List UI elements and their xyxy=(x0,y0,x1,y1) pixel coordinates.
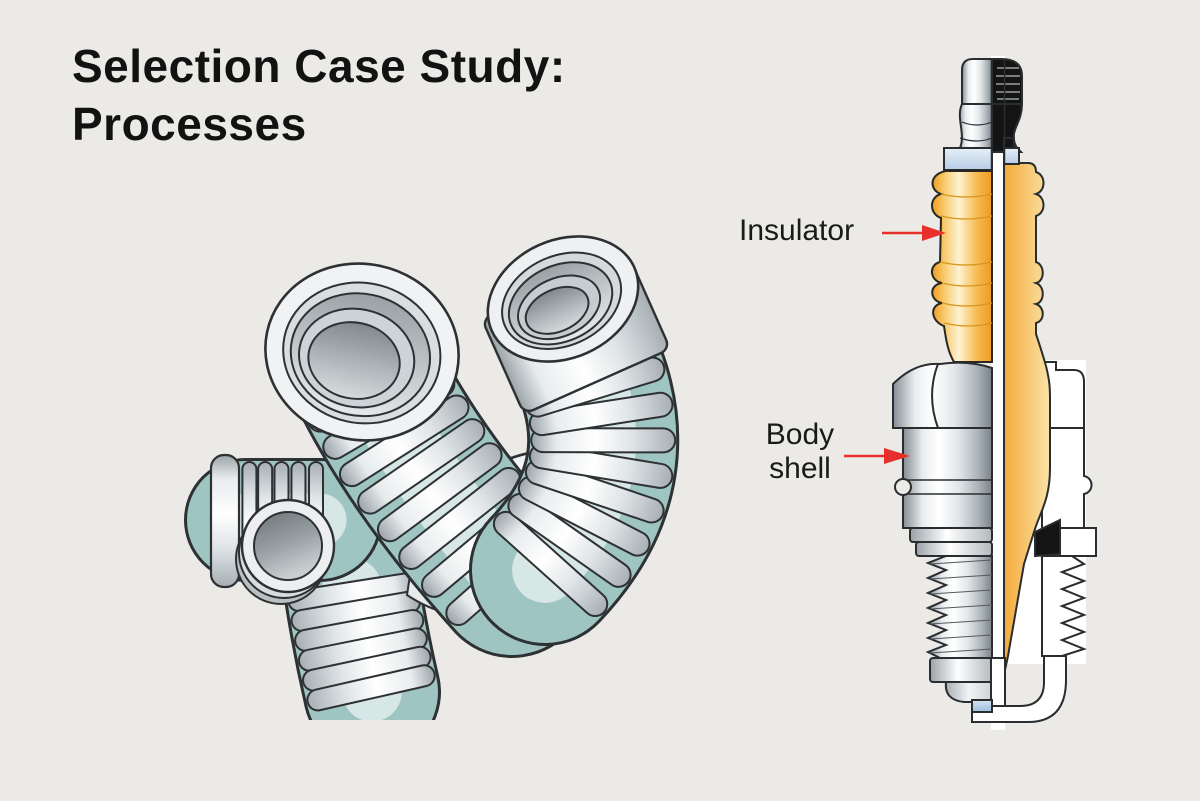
body-shell-label-line2: shell xyxy=(769,451,831,485)
left-arm-rib-group xyxy=(398,466,522,570)
insulator-arrow-icon xyxy=(882,225,946,241)
right-opening-rim-group xyxy=(486,235,640,363)
hex-facet-edge xyxy=(931,363,939,429)
section-threads xyxy=(1041,555,1087,657)
terminal-neck xyxy=(956,103,993,153)
section-hex xyxy=(1041,361,1085,429)
left-opening-hole xyxy=(307,321,401,400)
pipe-drawing-root xyxy=(184,235,680,720)
section-body xyxy=(1041,427,1093,529)
electrode-tip-blue xyxy=(971,699,993,713)
pipe-rib xyxy=(530,427,677,454)
section-seal-black xyxy=(1034,518,1061,558)
pipe-rib xyxy=(524,459,665,524)
page-title-line2: Processes xyxy=(72,97,307,150)
socket-hole xyxy=(253,511,323,581)
pipe-rib xyxy=(398,466,522,570)
corrugated-pipe-illustration xyxy=(184,235,680,720)
terminal-nut xyxy=(961,58,993,105)
left-stub-endcap xyxy=(209,453,241,589)
bottom-leg-rib-group xyxy=(306,664,436,712)
pipe-rib xyxy=(517,475,651,557)
center-electrode xyxy=(990,657,1006,707)
right-arm-rib-group xyxy=(524,459,665,524)
insulator-label: Insulator xyxy=(739,214,855,247)
left-opening-rim-group xyxy=(264,262,460,442)
insulator-ceramic xyxy=(931,170,993,363)
ground-electrode-hook xyxy=(971,655,1067,723)
pipe-rib xyxy=(376,442,503,543)
pipe-rib xyxy=(507,492,632,588)
left-stub-endcap-group xyxy=(209,453,241,589)
right-arm-rib-group xyxy=(492,510,609,618)
terminal-nut-section xyxy=(991,58,1023,105)
body-shell-label-line1: Body xyxy=(765,418,835,451)
body-shell-label: Body shell xyxy=(748,418,852,486)
terminal-thread-ridges xyxy=(996,67,1020,100)
pipe-rib xyxy=(528,443,674,489)
right-arm-rib-group xyxy=(517,475,651,557)
pipe-rib xyxy=(492,510,609,618)
lower-collar xyxy=(929,657,993,683)
spark-plug-group xyxy=(892,56,1097,730)
right-arm-rib-group xyxy=(507,492,632,588)
top-gasket-ring-section xyxy=(1003,147,1020,165)
insulator-rib-lines xyxy=(939,193,993,327)
terminal-ridge-line xyxy=(961,121,993,126)
cut-gap xyxy=(991,56,1005,730)
terminal-ridge-line xyxy=(959,137,993,142)
arrow-head xyxy=(922,225,946,241)
right-opening-hole xyxy=(524,285,590,335)
thread-lines xyxy=(929,559,993,654)
page-title-line1: Selection Case Study: xyxy=(72,40,566,92)
spark-plug-cutaway-illustration xyxy=(892,56,1097,730)
right-arm-rib-group xyxy=(530,427,677,454)
top-gasket-ring xyxy=(943,147,993,171)
arrow-head xyxy=(884,448,910,464)
pipe-rib xyxy=(357,418,486,515)
pipe-rib xyxy=(306,664,436,712)
washer-lower xyxy=(915,541,993,557)
washer-upper xyxy=(909,527,993,543)
body-shell-cylinder xyxy=(902,427,993,529)
hex-nut xyxy=(892,361,993,429)
page-title: Selection Case Study: Processes xyxy=(72,38,566,154)
body-shell-arrow-icon xyxy=(844,448,910,464)
right-arm-rib-group xyxy=(528,443,674,489)
body-groove-notch xyxy=(894,478,912,496)
left-arm-rib-group xyxy=(357,418,486,515)
insulator-section-slab xyxy=(1003,162,1051,671)
left-arm-rib-group xyxy=(376,442,503,543)
